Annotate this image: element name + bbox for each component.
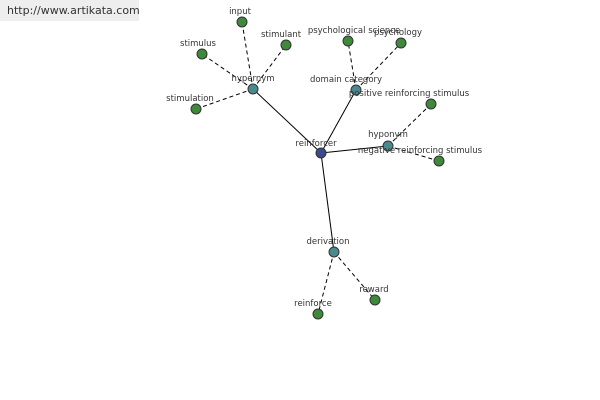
node-term-positive-reinforcing-stimulus[interactable] (425, 98, 437, 110)
edge-domain-category-psychological-science (347, 40, 357, 91)
edge-hyponym-negative-reinforcing-stimulus (387, 145, 440, 162)
label-relation-domain-category[interactable]: domain category (310, 75, 382, 85)
node-relation-hyponym[interactable] (382, 140, 394, 152)
edge-hypernym-stimulant (252, 44, 287, 90)
label-term-stimulation[interactable]: stimulation (166, 94, 214, 104)
label-term-reinforce[interactable]: reinforce (294, 299, 332, 309)
edge-reinforcer-hypernym (252, 88, 322, 154)
graph-edges (195, 21, 440, 315)
graph-nodes (190, 16, 445, 320)
edge-reinforcer-hyponym (320, 145, 389, 154)
node-term-psychological-science[interactable] (342, 35, 354, 47)
source-link[interactable]: http://www.artikata.com (0, 0, 140, 21)
label-relation-derivation[interactable]: derivation (306, 237, 349, 247)
label-center-reinforcer[interactable]: reinforcer (295, 139, 337, 149)
node-relation-derivation[interactable] (328, 246, 340, 258)
label-term-input[interactable]: input (229, 7, 252, 17)
node-term-input[interactable] (236, 16, 248, 28)
edge-reinforcer-domain-category (320, 89, 357, 154)
node-term-stimulation[interactable] (190, 103, 202, 115)
node-term-psychology[interactable] (395, 37, 407, 49)
label-term-reward[interactable]: reward (359, 285, 388, 295)
node-center-reinforcer[interactable] (315, 147, 327, 159)
edge-hyponym-positive-reinforcing-stimulus (387, 103, 432, 147)
node-relation-hypernym[interactable] (247, 83, 259, 95)
edge-hypernym-stimulation (195, 88, 254, 110)
edge-domain-category-psychology (355, 42, 402, 91)
label-term-psychological-science[interactable]: psychological science (308, 26, 400, 36)
node-term-negative-reinforcing-stimulus[interactable] (433, 155, 445, 167)
edge-hypernym-stimulus (201, 53, 254, 90)
label-term-stimulus[interactable]: stimulus (180, 39, 217, 49)
edge-derivation-reward (333, 251, 376, 301)
graph-labels: reinforcer hypernym input stimulant stimulus… (166, 7, 482, 309)
label-term-positive-reinforcing-stimulus[interactable]: positive reinforcing stimulus (349, 89, 470, 99)
node-term-reward[interactable] (369, 294, 381, 306)
label-relation-hypernym[interactable]: hypernym (231, 74, 274, 84)
edge-reinforcer-derivation (320, 152, 335, 253)
node-term-stimulus[interactable] (196, 48, 208, 60)
edge-hypernym-input (241, 21, 254, 90)
node-relation-domain-category[interactable] (350, 84, 362, 96)
label-term-psychology[interactable]: psychology (374, 28, 422, 38)
label-relation-hyponym[interactable]: hyponym (368, 130, 408, 140)
label-term-stimulant[interactable]: stimulant (261, 30, 302, 40)
edge-derivation-reinforce (317, 251, 335, 315)
node-term-reinforce[interactable] (312, 308, 324, 320)
label-term-negative-reinforcing-stimulus[interactable]: negative reinforcing stimulus (358, 146, 483, 156)
node-term-stimulant[interactable] (280, 39, 292, 51)
